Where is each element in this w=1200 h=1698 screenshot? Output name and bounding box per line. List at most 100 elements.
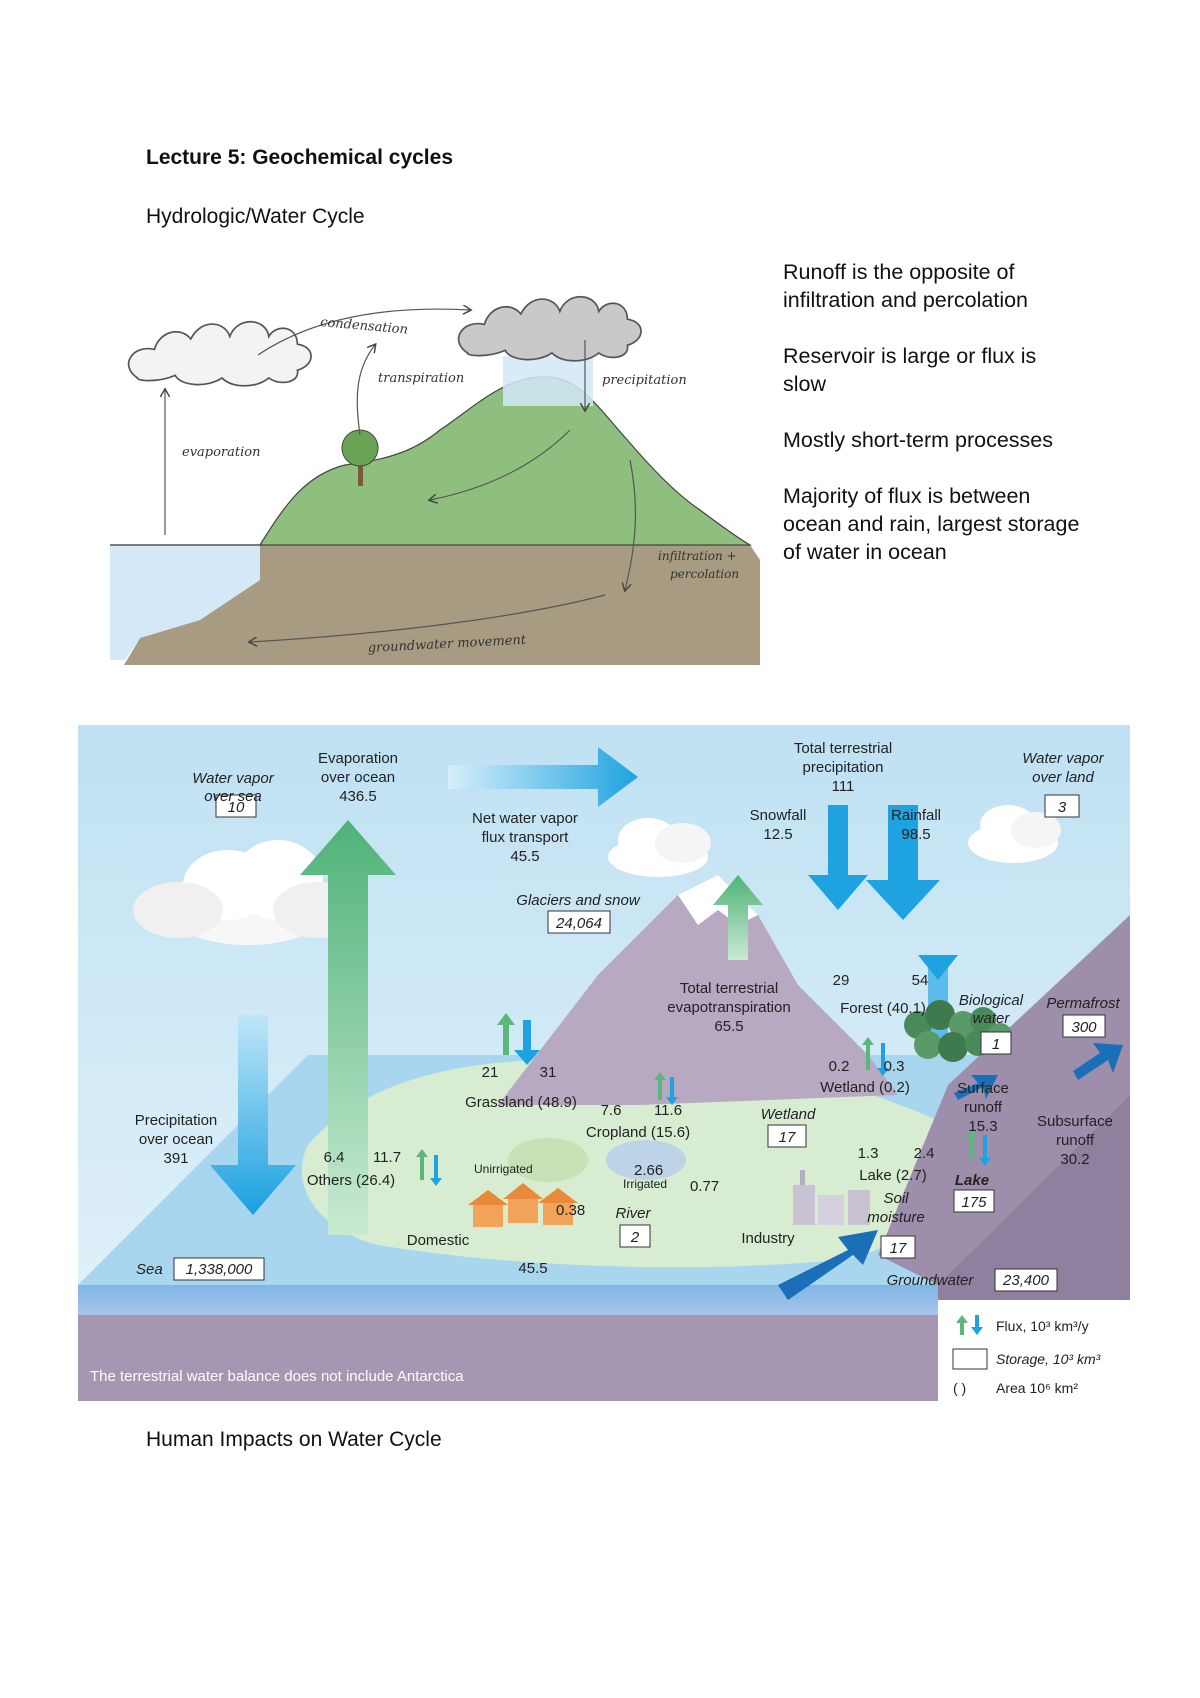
label-groundwater: Groundwater (887, 1272, 975, 1289)
value-lake: 175 (961, 1194, 987, 1211)
diagram-mountain (498, 875, 898, 1105)
value-subsurface: 30.2 (1060, 1151, 1089, 1168)
value-precip-ocean: 391 (163, 1150, 188, 1167)
note-item: Runoff is the opposite of infiltration a… (783, 260, 1029, 312)
label-net-vapor-2: flux transport (482, 829, 570, 846)
label-river: River (615, 1205, 651, 1222)
label-soil-1: Soil (883, 1190, 909, 1207)
sketch-label-precipitation: precipitation (602, 373, 687, 388)
value-groundwater: 23,400 (1002, 1272, 1050, 1289)
label-others: Others (26.4) (307, 1172, 395, 1189)
label-lake: Lake (2.7) (859, 1167, 927, 1184)
arrow-surface-runoff (954, 1075, 998, 1100)
label-net-vapor-1: Net water vapor (472, 810, 578, 827)
unirrigated-field (508, 1138, 588, 1182)
value-wet-up: 0.2 (829, 1058, 850, 1075)
value-soil: 17 (890, 1240, 907, 1257)
label-rainfall: Rainfall (891, 807, 941, 824)
section-title: Hydrologic/Water Cycle (146, 205, 365, 228)
label-vapor-sea-2: over sea (204, 788, 262, 805)
sketch-groundwater-arrow (250, 594, 606, 642)
sketch-tree (341, 429, 379, 486)
label-bio-1: Biological (959, 992, 1024, 1009)
irrigated-field (606, 1140, 686, 1180)
label-soil-2: moisture (867, 1209, 925, 1226)
arrow-evapotranspiration (713, 875, 763, 960)
note-item: Reservoir is large or flux is slow (783, 344, 1037, 396)
sketch-soil (124, 545, 760, 665)
hydrologic-cycle-sketch: condensation transpiration precipitation… (110, 296, 760, 665)
label-subsurface-1: Subsurface (1037, 1113, 1113, 1130)
value-permafrost: 300 (1071, 1019, 1097, 1036)
label-cropland: Cropland (15.6) (586, 1124, 690, 1141)
arrow-river-discharge (778, 1230, 878, 1300)
label-unirrigated: Unirrigated (474, 1162, 533, 1176)
value-038: 0.38 (556, 1202, 585, 1219)
value-lake-up: 1.3 (858, 1145, 879, 1162)
label-vapor-sea-1: Water vapor (192, 770, 274, 787)
arrow-net-vapor-transport (448, 747, 638, 807)
arrow-precipitation-ocean (210, 1015, 296, 1215)
sketch-label-evaporation: evaporation (182, 445, 260, 460)
label-grassland: Grassland (48.9) (465, 1094, 577, 1111)
note-item: Mostly short-term processes (783, 428, 1054, 452)
value-tet: 65.5 (714, 1018, 743, 1035)
sketch-ocean (110, 545, 280, 660)
flux-arrows-small (416, 1013, 991, 1186)
label-precip-ocean-2: over ocean (139, 1131, 213, 1148)
sketch-cloud-left (127, 321, 312, 387)
arrow-subsurface-runoff (1073, 1043, 1123, 1080)
label-industry: Industry (741, 1230, 795, 1247)
value-river: 2 (630, 1229, 640, 1246)
value-others-up: 6.4 (324, 1149, 345, 1166)
value-vapor-sea: 10 (228, 799, 245, 816)
sketch-label-infiltration: infiltration + (658, 549, 737, 563)
legend-storage-icon (952, 1348, 988, 1370)
storage-boxes (173, 794, 1106, 1292)
notes-list: Runoff is the opposite of infiltration a… (783, 258, 1083, 594)
value-wet-down: 0.3 (884, 1058, 905, 1075)
value-455: 45.5 (518, 1260, 547, 1277)
label-vapor-land-2: over land (1032, 769, 1094, 786)
sketch-label-condensation: condensation (320, 315, 409, 338)
arrow-evaporation-ocean (300, 820, 396, 1235)
value-wetland: 17 (779, 1129, 796, 1146)
lecture-title: Lecture 5: Geochemical cycles (146, 146, 453, 169)
value-surface: 15.3 (968, 1118, 997, 1135)
value-forest-up: 29 (833, 972, 850, 989)
label-permafrost: Permafrost (1046, 995, 1120, 1012)
value-bio: 1 (992, 1036, 1000, 1053)
legend-flux-icon (956, 1315, 968, 1335)
label-precip-ocean-1: Precipitation (135, 1112, 218, 1129)
value-grass-up: 21 (482, 1064, 499, 1081)
label-sea: Sea (136, 1261, 163, 1278)
label-tet-2: evapotranspiration (667, 999, 790, 1016)
value-sea: 1,338,000 (186, 1261, 253, 1278)
industry-buildings (793, 1170, 870, 1225)
legend-storage: Storage, 10³ km³ (996, 1351, 1101, 1367)
diagram-sea-front (78, 1285, 938, 1315)
cloud-center (608, 818, 711, 877)
sketch-runoff-arrow (430, 429, 571, 500)
label-surface-2: runoff (964, 1099, 1003, 1116)
label-irrigated: Irrigated (623, 1177, 667, 1191)
label-evap-ocean-1: Evaporation (318, 750, 398, 767)
label-vapor-land-1: Water vapor (1022, 750, 1104, 767)
value-vapor-land: 3 (1058, 799, 1067, 816)
sketch-transpiration-arrow (356, 345, 375, 436)
value-snowfall: 12.5 (763, 826, 792, 843)
caption-human-impacts: Human Impacts on Water Cycle (146, 1428, 442, 1451)
label-total-precip-1: Total terrestrial (794, 740, 892, 757)
value-lake-down: 2.4 (914, 1145, 935, 1162)
value-crop-up: 7.6 (601, 1102, 622, 1119)
label-forest: Forest (40.1) (840, 1000, 926, 1017)
label-lake-box: Lake (955, 1172, 989, 1189)
arrow-snowfall (808, 805, 868, 910)
value-266: 2.66 (634, 1162, 663, 1179)
value-glaciers: 24,064 (555, 915, 602, 932)
label-wetland: Wetland (0.2) (820, 1079, 910, 1096)
label-evap-ocean-2: over ocean (321, 769, 395, 786)
note-item: Majority of flux is between ocean and ra… (783, 484, 1080, 564)
value-grass-down: 31 (540, 1064, 557, 1081)
sketch-label-percolation: percolation (670, 567, 739, 581)
